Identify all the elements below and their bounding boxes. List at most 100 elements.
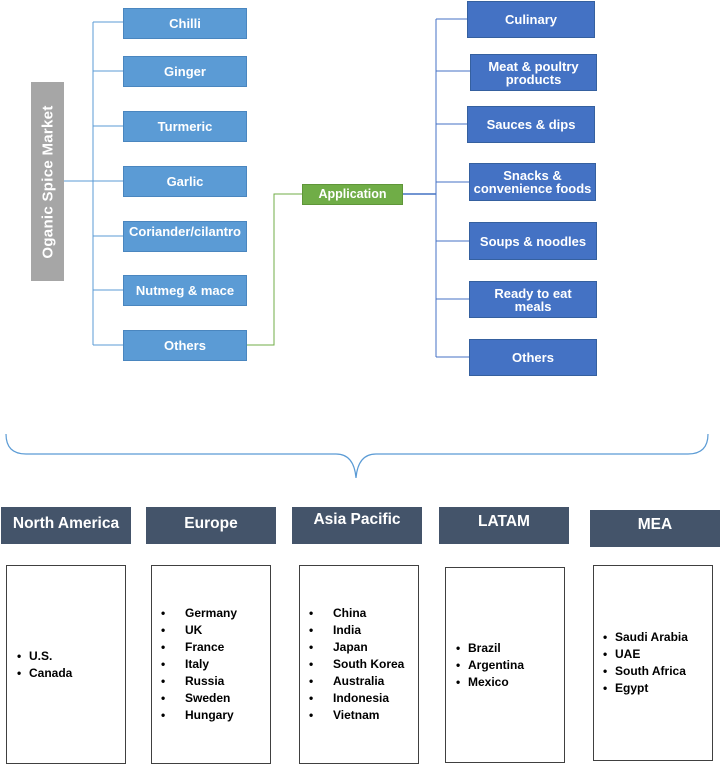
- bullet-icon: •: [161, 640, 166, 654]
- country-name: Vietnam: [333, 708, 380, 722]
- bullet-icon: •: [456, 657, 461, 672]
- country-name: Indonesia: [333, 691, 390, 705]
- country-name: Hungary: [185, 708, 234, 722]
- country-item: • Vietnam: [309, 707, 418, 724]
- application-ready-to-eat: Ready to eat meals: [469, 281, 597, 318]
- bullet-icon: •: [456, 640, 461, 655]
- bullet-icon: •: [603, 630, 608, 644]
- application-others: Others: [469, 339, 597, 376]
- region-header-mea: MEA: [590, 510, 720, 547]
- country-name: U.S.: [29, 648, 53, 663]
- region-box-north-america: • U.S. • Canada: [6, 565, 126, 764]
- country-name: Canada: [29, 665, 73, 680]
- country-item: • Australia: [309, 673, 418, 690]
- country-name: Italy: [185, 657, 210, 671]
- application-snacks: Snacks & convenience foods: [469, 163, 596, 201]
- country-item: • South Korea: [309, 656, 418, 673]
- country-item: • Argentina: [456, 657, 564, 674]
- country-name: Saudi Arabia: [615, 630, 688, 644]
- country-item: • Italy: [161, 656, 270, 673]
- country-list: • Brazil • Argentina • Mexico: [456, 640, 564, 691]
- product-turmeric: Turmeric: [123, 111, 247, 142]
- country-item: • UK: [161, 622, 270, 639]
- application-sauces-dips: Sauces & dips: [467, 106, 595, 143]
- country-list: • Saudi Arabia • UAE • South Africa • Egypt: [603, 629, 712, 697]
- bullet-icon: •: [603, 647, 608, 661]
- region-header-latam: LATAM: [439, 507, 569, 544]
- country-item: • UAE: [603, 646, 712, 663]
- bullet-icon: •: [309, 606, 314, 620]
- bullet-icon: •: [161, 674, 166, 688]
- country-name: Sweden: [185, 691, 231, 705]
- bullet-icon: •: [161, 606, 166, 620]
- region-header-europe: Europe: [146, 507, 276, 544]
- country-item: • France: [161, 639, 270, 656]
- bullet-icon: •: [161, 657, 166, 671]
- bullet-icon: •: [603, 681, 608, 695]
- product-garlic: Garlic: [123, 166, 247, 197]
- country-item: • Russia: [161, 673, 270, 690]
- country-name: Mexico: [468, 674, 509, 689]
- country-item: • Saudi Arabia: [603, 629, 712, 646]
- country-item: • Hungary: [161, 707, 270, 724]
- region-header-asia-pacific: Asia Pacific: [292, 507, 422, 544]
- country-item: • India: [309, 622, 418, 639]
- product-nutmeg: Nutmeg & mace: [123, 275, 247, 306]
- country-item: • South Africa: [603, 663, 712, 680]
- application-node: Application: [302, 184, 403, 205]
- country-name: France: [185, 640, 225, 654]
- country-name: UAE: [615, 647, 641, 661]
- country-list: • Germany • UK • France • Italy • Russia • Sweden • H…: [161, 605, 270, 724]
- application-culinary: Culinary: [467, 1, 595, 38]
- product-coriander: Coriander/cilantro: [123, 221, 247, 252]
- bullet-icon: •: [309, 640, 314, 654]
- country-name: UK: [185, 623, 203, 637]
- country-name: Egypt: [615, 681, 649, 695]
- bullet-icon: •: [161, 691, 166, 705]
- country-list: •China•India•Japan•South Korea•Australia…: [309, 605, 418, 724]
- bullet-icon: •: [456, 674, 461, 689]
- country-name: South Korea: [333, 657, 405, 671]
- bullet-icon: •: [309, 623, 314, 637]
- country-item: • Indonesia: [309, 690, 418, 707]
- country-name: South Africa: [615, 664, 686, 678]
- country-name: Japan: [333, 640, 368, 654]
- bullet-icon: •: [309, 691, 314, 705]
- country-name: Australia: [333, 674, 385, 688]
- country-item: •China: [309, 605, 418, 622]
- bullet-icon: •: [309, 708, 314, 722]
- product-others: Others: [123, 330, 247, 361]
- country-item: • Sweden: [161, 690, 270, 707]
- product-ginger: Ginger: [123, 56, 247, 87]
- market-title: Oganic Spice Market: [39, 104, 56, 259]
- country-item: • Egypt: [603, 680, 712, 697]
- country-item: • U.S.: [17, 648, 125, 665]
- country-item: • Brazil: [456, 640, 564, 657]
- country-item: • Mexico: [456, 674, 564, 691]
- market-title-bar: Oganic Spice Market: [31, 82, 64, 281]
- product-chilli: Chilli: [123, 8, 247, 39]
- bullet-icon: •: [161, 708, 166, 722]
- application-soups-noodles: Soups & noodles: [469, 222, 597, 260]
- country-name: India: [333, 623, 362, 637]
- country-list: • U.S. • Canada: [17, 648, 125, 682]
- bullet-icon: •: [17, 648, 22, 663]
- region-box-latam: • Brazil • Argentina • Mexico: [445, 567, 565, 763]
- country-name: Argentina: [468, 657, 525, 672]
- bullet-icon: •: [309, 674, 314, 688]
- bullet-icon: •: [161, 623, 166, 637]
- bullet-icon: •: [603, 664, 608, 678]
- country-item: • Germany: [161, 605, 270, 622]
- country-name: Germany: [185, 606, 238, 620]
- country-item: • Canada: [17, 665, 125, 682]
- region-header-north-america: North America: [1, 507, 131, 544]
- country-item: • Japan: [309, 639, 418, 656]
- bullet-icon: •: [17, 665, 22, 680]
- region-box-mea: • Saudi Arabia • UAE • South Africa • Egypt: [593, 565, 713, 761]
- region-box-europe: • Germany • UK • France • Italy • Russia • Sweden • H…: [151, 565, 271, 764]
- country-name: Russia: [185, 674, 225, 688]
- country-name: Brazil: [468, 640, 501, 655]
- bullet-icon: •: [309, 657, 314, 671]
- region-box-asia-pacific: •China•India•Japan•South Korea•Australia…: [299, 565, 419, 764]
